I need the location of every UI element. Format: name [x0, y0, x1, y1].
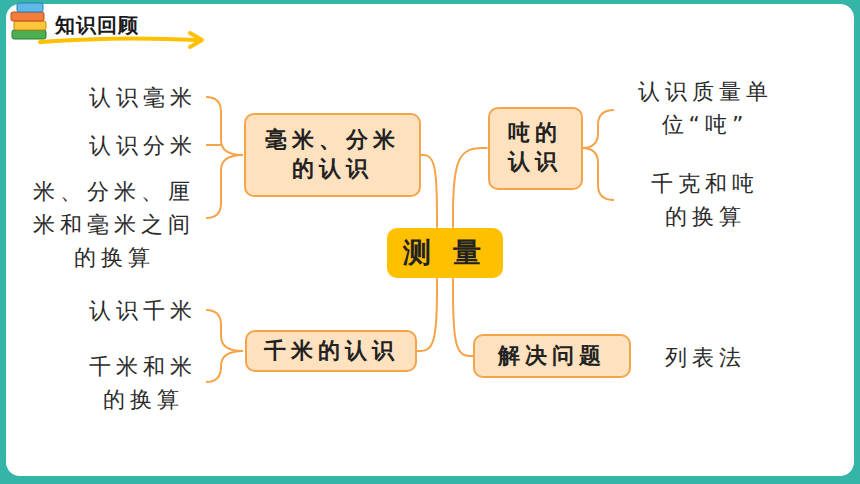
leaf-text: 列表法	[660, 341, 750, 374]
connector	[417, 278, 437, 351]
topic-box: 毫米、分米 的认识	[244, 113, 421, 197]
node-text: 解决问题	[498, 342, 606, 371]
connector	[453, 148, 488, 228]
text-holder: 解决问题	[498, 342, 606, 371]
text-holder: 毫米、分米 的认识	[262, 126, 402, 183]
topic-box: 吨的 认识	[488, 107, 583, 190]
text-holder: 测 量	[403, 235, 487, 271]
topic-box: 千米的认识	[245, 330, 417, 373]
connector	[421, 155, 438, 228]
bracket	[206, 310, 243, 382]
center-box: 测 量	[387, 228, 503, 278]
topic-box: 解决问题	[473, 334, 631, 378]
leaf-text: 认识质量单 位“吨”	[632, 75, 778, 141]
leaf-text: 认识毫米	[86, 81, 200, 114]
connector	[453, 278, 473, 356]
node-text: 毫米、分米 的认识	[262, 126, 402, 183]
text-holder: 吨的 认识	[506, 119, 564, 176]
books-icon	[11, 3, 46, 39]
leaf-text: 千克和吨 的换算	[646, 167, 764, 233]
leaf-text: 千米和米 的换算	[86, 350, 200, 416]
leaf-text: 米、分米、厘 米和毫米之间 的换算	[28, 175, 200, 274]
leaf-text: 认识千米	[86, 294, 200, 327]
node-text: 吨的 认识	[506, 119, 564, 176]
bracket	[206, 97, 243, 218]
node-text: 测 量	[403, 235, 487, 271]
leaf-text: 认识分米	[86, 129, 200, 162]
title-arrow	[190, 33, 202, 47]
text-holder: 千米的认识	[264, 337, 399, 366]
bracket	[582, 110, 614, 200]
node-text: 千米的认识	[264, 337, 399, 366]
title-underline	[40, 38, 196, 42]
heading: 知识回顾	[55, 12, 139, 39]
